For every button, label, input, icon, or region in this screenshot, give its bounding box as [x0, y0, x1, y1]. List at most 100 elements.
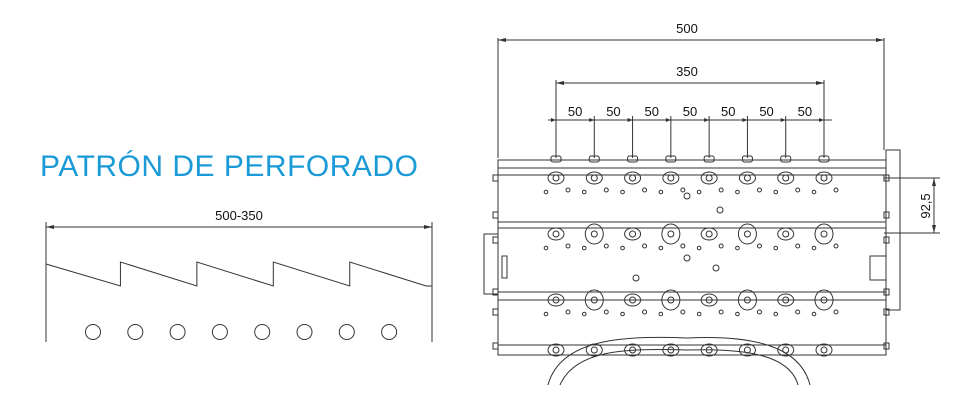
center-hole	[632, 274, 640, 282]
cutter-hub	[667, 296, 675, 304]
mount-hole	[642, 187, 648, 193]
mount-hole	[565, 309, 571, 315]
hole	[211, 324, 228, 340]
dimension-chain	[497, 38, 885, 158]
cutter-hub	[629, 174, 637, 182]
hole	[338, 324, 355, 340]
bottom-arc-inner	[559, 348, 799, 386]
edge-bolt	[883, 288, 890, 296]
mount-hole	[603, 309, 609, 315]
cutter-tooth	[700, 293, 718, 307]
mount-hole	[642, 243, 648, 249]
mount-hole	[581, 189, 587, 195]
cutter-tooth	[815, 171, 833, 185]
cutter-tooth	[624, 171, 642, 185]
cutter-tooth	[738, 343, 756, 357]
cutter-tooth	[700, 227, 718, 241]
cutter-tooth	[547, 227, 565, 241]
spacing-label: 50	[606, 104, 620, 119]
mount-hole	[658, 245, 664, 251]
spacing-arrow	[627, 118, 633, 122]
spacing-label: 50	[721, 104, 735, 119]
cutter-hub	[743, 230, 751, 238]
cutter-hub	[590, 346, 598, 354]
machine-frame	[497, 159, 887, 356]
drilling-pattern	[45, 222, 433, 342]
cutter-hub	[820, 174, 828, 182]
edge-bolt	[883, 236, 890, 244]
cutter-tooth	[777, 293, 795, 307]
spacing-arrow	[742, 118, 748, 122]
mount-hole	[696, 189, 702, 195]
mount-hole	[811, 189, 817, 195]
mount-hole	[718, 309, 724, 315]
spacing-arrow	[704, 118, 710, 122]
cutter-tooth	[624, 293, 642, 307]
pattern-width-label: 500-350	[215, 208, 263, 223]
center-hole	[712, 264, 720, 272]
mount-hole	[833, 187, 839, 193]
cutter-hub	[705, 296, 713, 304]
cutter-hub	[743, 296, 751, 304]
mount-hole	[565, 187, 571, 193]
cutter-hub	[820, 346, 828, 354]
cutter-hub	[667, 174, 675, 182]
mount-hole	[696, 245, 702, 251]
row-pitch-dimension	[884, 177, 940, 234]
edge-bolt	[492, 174, 499, 182]
bottom-arc	[547, 336, 811, 386]
spacing-arrow	[665, 118, 671, 122]
mount-hole	[543, 189, 549, 195]
mount-hole	[680, 187, 686, 193]
spacing-label: 50	[798, 104, 812, 119]
cutter-hub	[820, 296, 828, 304]
cutter-tooth	[547, 293, 565, 307]
side-bracket	[869, 255, 887, 281]
hole	[254, 324, 271, 340]
overall-width-label: 500	[676, 21, 698, 36]
mount-hole	[603, 187, 609, 193]
mount-hole	[833, 309, 839, 315]
center-hole	[683, 254, 691, 262]
cutter-tooth	[661, 289, 681, 311]
cutter-hub	[590, 174, 598, 182]
mount-hole	[680, 243, 686, 249]
edge-bolt	[492, 236, 499, 244]
mount-hole	[565, 243, 571, 249]
cutter-tooth	[738, 171, 756, 185]
edge-bolt	[883, 308, 890, 316]
cutter-tooth	[700, 171, 718, 185]
edge-bolt	[492, 308, 499, 316]
cutter-tooth	[737, 223, 757, 245]
mount-hole	[603, 243, 609, 249]
spacing-arrow	[780, 118, 786, 122]
hole	[296, 324, 313, 340]
mount-hole	[795, 309, 801, 315]
center-hole	[683, 192, 691, 200]
cutter-tooth	[584, 289, 604, 311]
mount-hole	[773, 189, 779, 195]
spacing-arrow	[551, 118, 556, 122]
hole	[127, 324, 144, 340]
cutter-tooth	[547, 343, 565, 357]
mount-hole	[833, 243, 839, 249]
spacing-label: 50	[644, 104, 658, 119]
cutter-tooth	[777, 343, 795, 357]
mount-hole	[756, 243, 762, 249]
hole	[169, 324, 186, 340]
cutter-tooth	[662, 171, 680, 185]
mount-hole	[718, 243, 724, 249]
cutter-hub	[552, 174, 560, 182]
mount-hole	[543, 311, 549, 317]
cutter-hub	[705, 174, 713, 182]
mount-hole	[543, 245, 549, 251]
mount-hole	[581, 311, 587, 317]
cutter-tooth	[584, 223, 604, 245]
cutter-hub	[629, 230, 637, 238]
cutter-tooth	[814, 223, 834, 245]
cutter-tooth	[777, 227, 795, 241]
mount-hole	[756, 187, 762, 193]
page-title: PATRÓN DE PERFORADO	[40, 150, 419, 183]
cutter-hub	[552, 296, 560, 304]
